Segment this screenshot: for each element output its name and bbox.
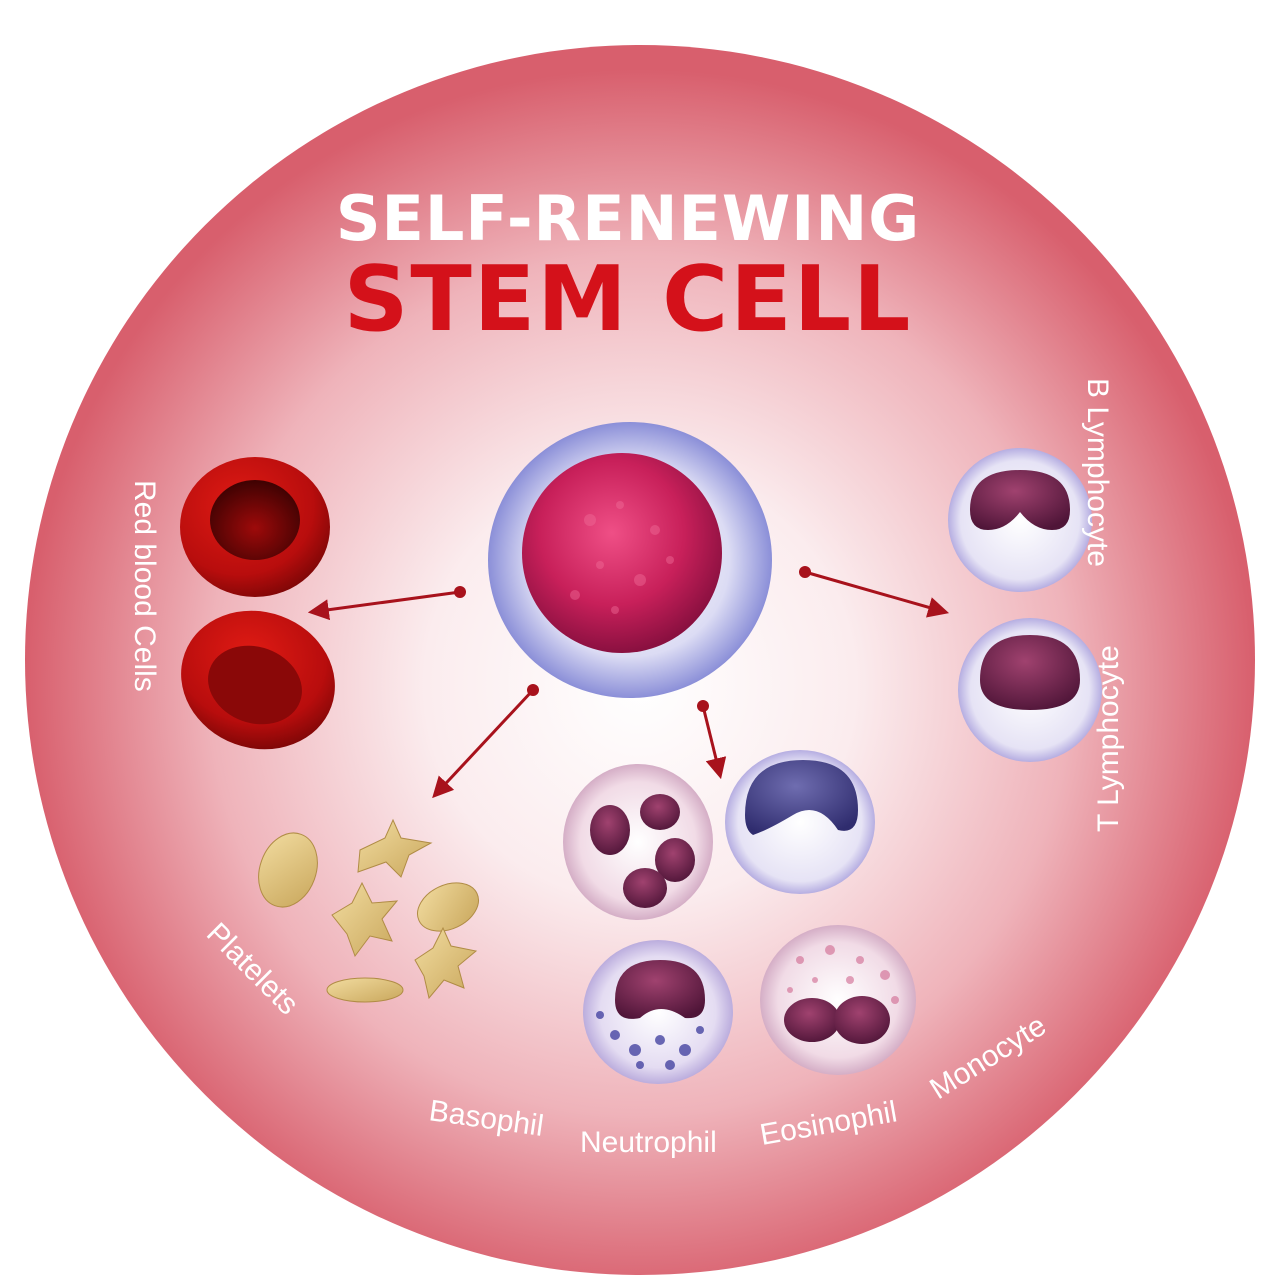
label-t-lymphocyte: T Lymphocyte xyxy=(1092,645,1125,832)
label-b-lymphocyte: B Lymphocyte xyxy=(1081,378,1114,567)
t-lymphocyte xyxy=(958,618,1102,762)
arrow-to-platelets xyxy=(432,688,535,799)
title-line-2: STEM CELL xyxy=(344,247,913,352)
eosinophil xyxy=(760,925,916,1075)
arrow-origins xyxy=(454,566,811,712)
b-lymphocyte xyxy=(948,448,1092,592)
arrow-to-lymphocytes xyxy=(804,570,950,618)
neutrophil xyxy=(563,764,713,920)
arrow-to-rbc xyxy=(307,590,461,621)
stem-cell xyxy=(488,422,772,698)
title-line-1: SELF-RENEWING xyxy=(336,182,920,255)
monocyte xyxy=(725,750,875,894)
red-blood-cells xyxy=(180,457,335,750)
basophil xyxy=(583,940,733,1084)
label-red-blood-cells: Red blood Cells xyxy=(128,480,161,692)
arrows xyxy=(307,570,950,799)
platelets xyxy=(258,818,479,1003)
arrow-to-granulocytes xyxy=(701,705,727,780)
label-neutrophil: Neutrophil xyxy=(580,1126,717,1159)
